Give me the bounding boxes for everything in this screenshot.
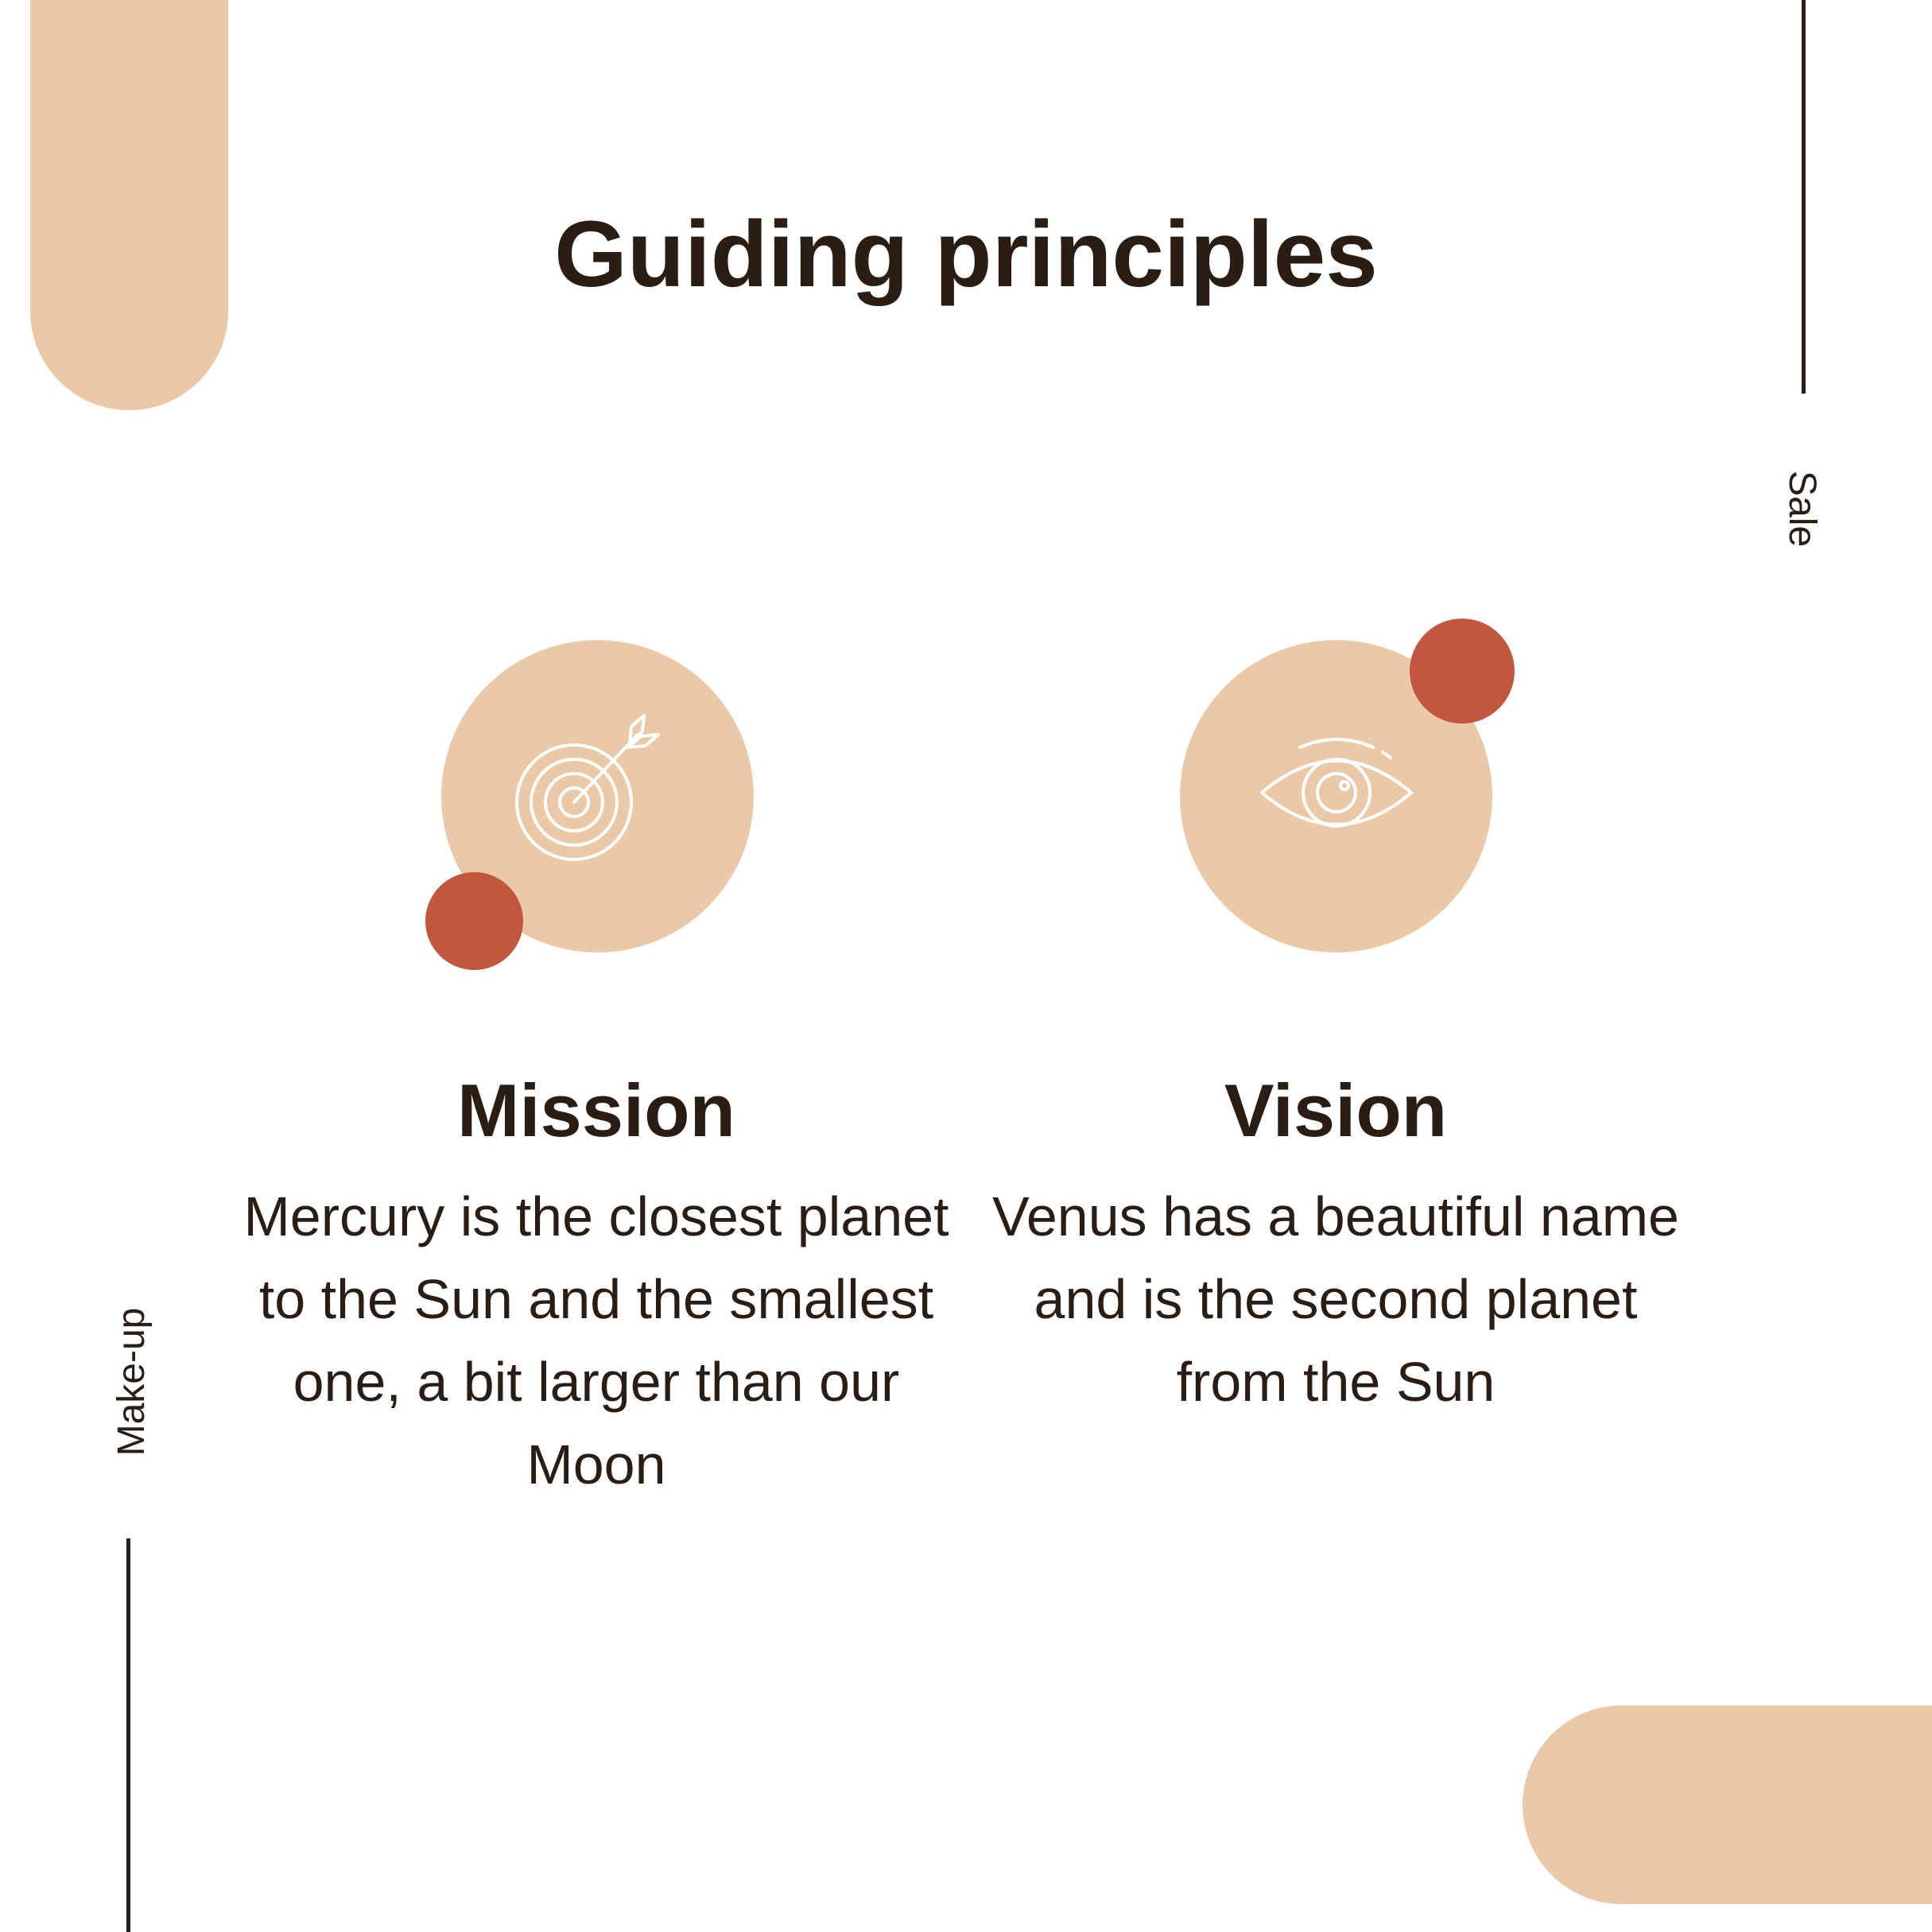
decorative-pill-top-left <box>30 0 228 410</box>
decorative-pill-bottom-right <box>1523 1705 1932 1904</box>
vision-accent-dot <box>1410 619 1515 724</box>
target-arrow-icon <box>514 714 660 861</box>
vision-heading: Vision <box>1224 1069 1448 1152</box>
page-title: Guiding principles <box>554 202 1378 307</box>
decorative-line-right <box>1802 0 1806 394</box>
vision-description: Venus has a beautiful name and is the se… <box>992 1185 1679 1413</box>
eye-icon <box>1259 737 1413 828</box>
side-label-sale: Sale <box>1781 470 1823 548</box>
decorative-line-left <box>126 1538 130 1932</box>
side-label-makeup: Make-up <box>111 1307 153 1457</box>
mission-heading: Mission <box>457 1069 735 1152</box>
mission-accent-dot <box>425 872 523 970</box>
mission-description: Mercury is the closest planet to the Sun… <box>243 1185 949 1496</box>
